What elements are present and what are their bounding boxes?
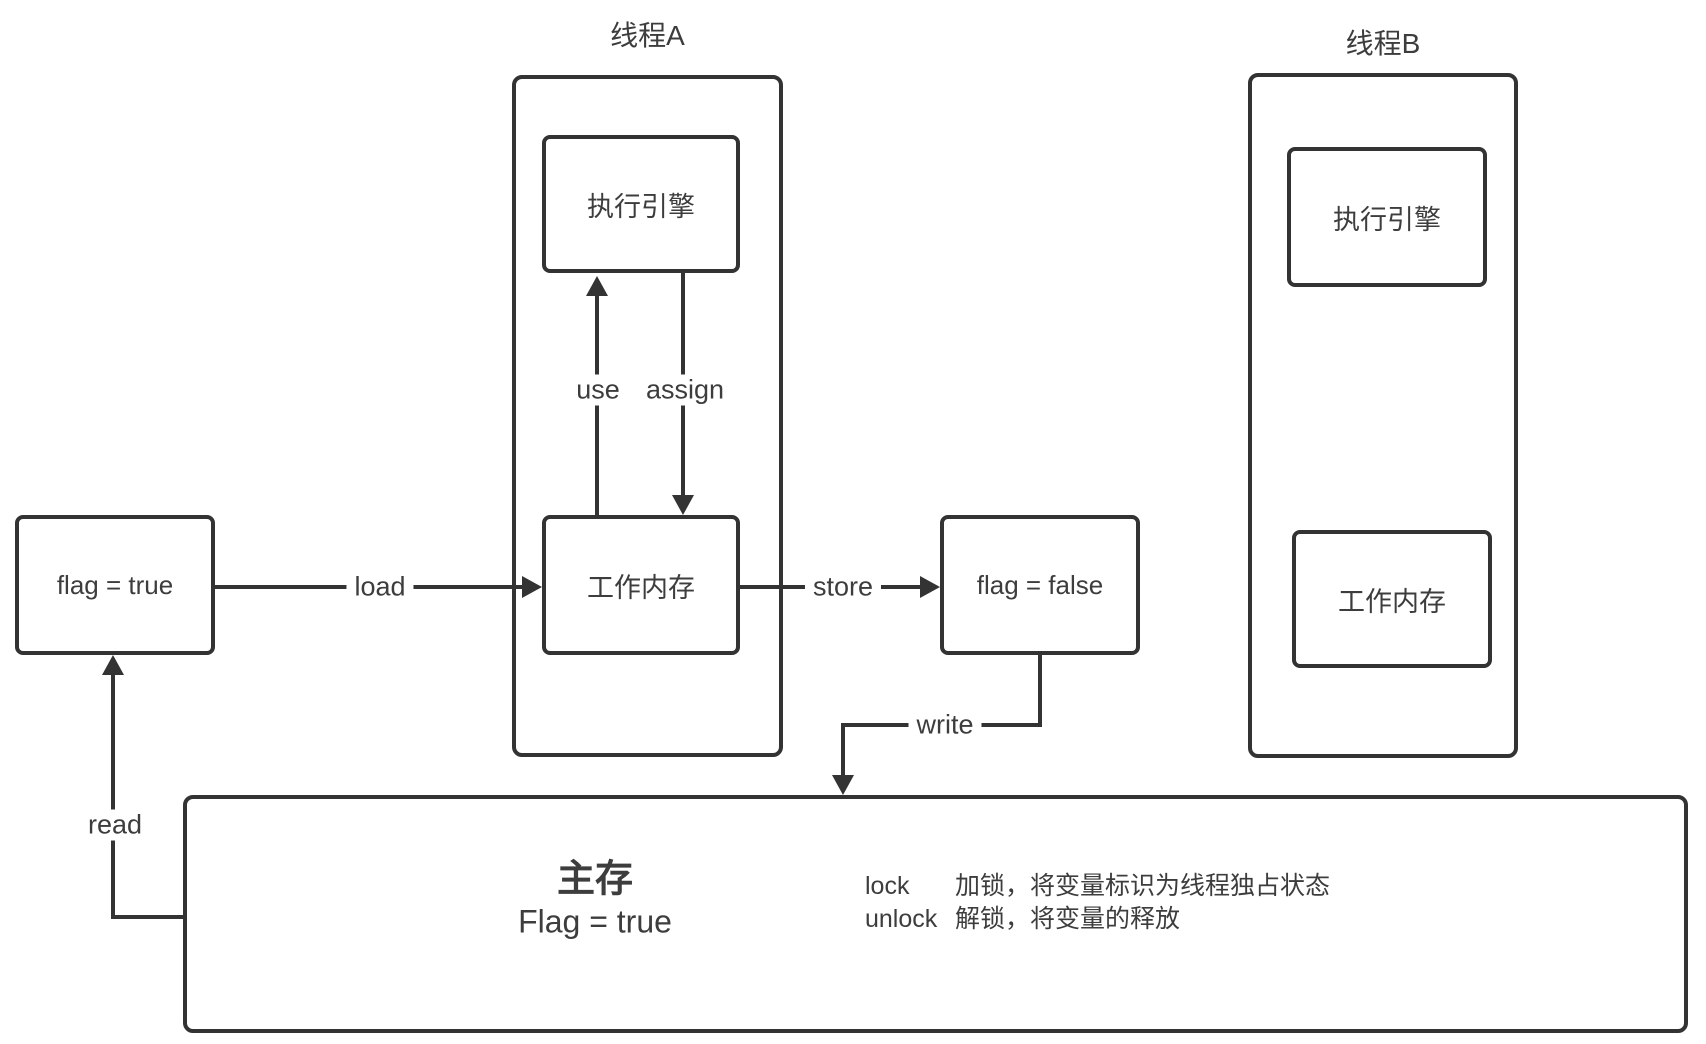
lock-note-row: lock 加锁，将变量标识为线程独占状态 (865, 870, 1330, 903)
lock-keyword: lock (865, 872, 910, 900)
use-label: use (568, 374, 628, 406)
execution-engine-b-box: 执行引擎 (1287, 147, 1487, 287)
assign-label: assign (637, 374, 733, 406)
flag-true-box: flag = true (15, 515, 215, 655)
thread-a-title: 线程A (610, 20, 685, 51)
unlock-note-row: unlock 解锁，将变量的释放 (865, 903, 1330, 936)
main-memory-box (183, 795, 1688, 1033)
flag-true-label: flag = true (56, 569, 174, 600)
working-memory-a-box: 工作内存 (542, 515, 740, 655)
execution-engine-a-box: 执行引擎 (542, 135, 740, 273)
execution-engine-b-label: 执行引擎 (1333, 204, 1441, 235)
working-memory-b-box: 工作内存 (1292, 530, 1492, 668)
thread-b-title: 线程B (1345, 28, 1421, 59)
main-memory-value: Flag = true (518, 903, 672, 940)
use-arrowhead-icon (586, 276, 608, 296)
unlock-keyword: unlock (865, 905, 938, 933)
main-memory-title: 主存 (556, 858, 634, 901)
store-label: store (804, 571, 882, 603)
read-arrowhead-icon (102, 655, 124, 675)
write-arrow-line-vertical-2 (841, 723, 845, 775)
write-arrowhead-icon (832, 775, 854, 795)
flag-false-label: flag = false (976, 569, 1104, 600)
working-memory-a-label: 工作内存 (587, 572, 695, 603)
write-label: write (908, 709, 982, 741)
load-label: load (346, 571, 414, 603)
flag-false-box: flag = false (940, 515, 1140, 655)
working-memory-b-label: 工作内存 (1338, 586, 1446, 617)
unlock-description: 解锁，将变量的释放 (955, 905, 1181, 933)
write-arrow-line-vertical-1 (1038, 655, 1042, 727)
load-arrowhead-icon (522, 576, 542, 598)
read-label: read (79, 809, 151, 841)
assign-arrowhead-icon (672, 495, 694, 515)
execution-engine-a-label: 执行引擎 (587, 191, 695, 222)
store-arrowhead-icon (920, 576, 940, 598)
read-arrow-line-horizontal (111, 915, 187, 919)
read-arrow-line-vertical (111, 673, 115, 919)
main-memory-notes: lock 加锁，将变量标识为线程独占状态 unlock 解锁，将变量的释放 (865, 870, 1330, 936)
lock-description: 加锁，将变量标识为线程独占状态 (955, 872, 1331, 900)
